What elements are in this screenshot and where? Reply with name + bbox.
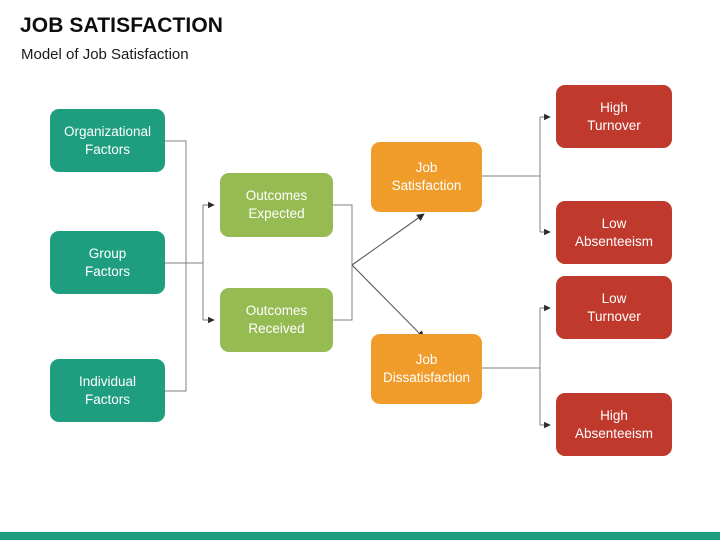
node-label: Organizational Factors	[63, 123, 152, 157]
node-outcomes-received[interactable]: Outcomes Received	[220, 288, 333, 352]
node-low-absenteeism[interactable]: Low Absenteeism	[556, 201, 672, 264]
node-label: Low Turnover	[587, 290, 641, 324]
node-label: Group Factors	[84, 245, 130, 279]
node-individual-factors[interactable]: Individual Factors	[50, 359, 165, 422]
node-label: High Absenteeism	[574, 407, 654, 441]
accent-bar	[0, 532, 720, 540]
page-subtitle: Model of Job Satisfaction	[21, 46, 189, 63]
node-label: High Turnover	[587, 99, 641, 133]
node-job-satisfaction[interactable]: Job Satisfaction	[371, 142, 482, 212]
node-high-turnover[interactable]: High Turnover	[556, 85, 672, 148]
node-label: Individual Factors	[78, 373, 137, 407]
node-group-factors[interactable]: Group Factors	[50, 231, 165, 294]
page-title: JOB SATISFACTION	[20, 14, 224, 37]
node-label: Job Satisfaction	[391, 160, 462, 193]
node-label: Job Dissatisfaction	[382, 352, 471, 385]
node-outcomes-expected[interactable]: Outcomes Expected	[220, 173, 333, 237]
node-label: Outcomes Expected	[245, 188, 308, 221]
node-high-absenteeism[interactable]: High Absenteeism	[556, 393, 672, 456]
node-label: Outcomes Received	[245, 303, 308, 336]
node-label: Low Absenteeism	[574, 215, 654, 249]
node-organizational-factors[interactable]: Organizational Factors	[50, 109, 165, 172]
node-low-turnover[interactable]: Low Turnover	[556, 276, 672, 339]
node-job-dissatisfaction[interactable]: Job Dissatisfaction	[371, 334, 482, 404]
